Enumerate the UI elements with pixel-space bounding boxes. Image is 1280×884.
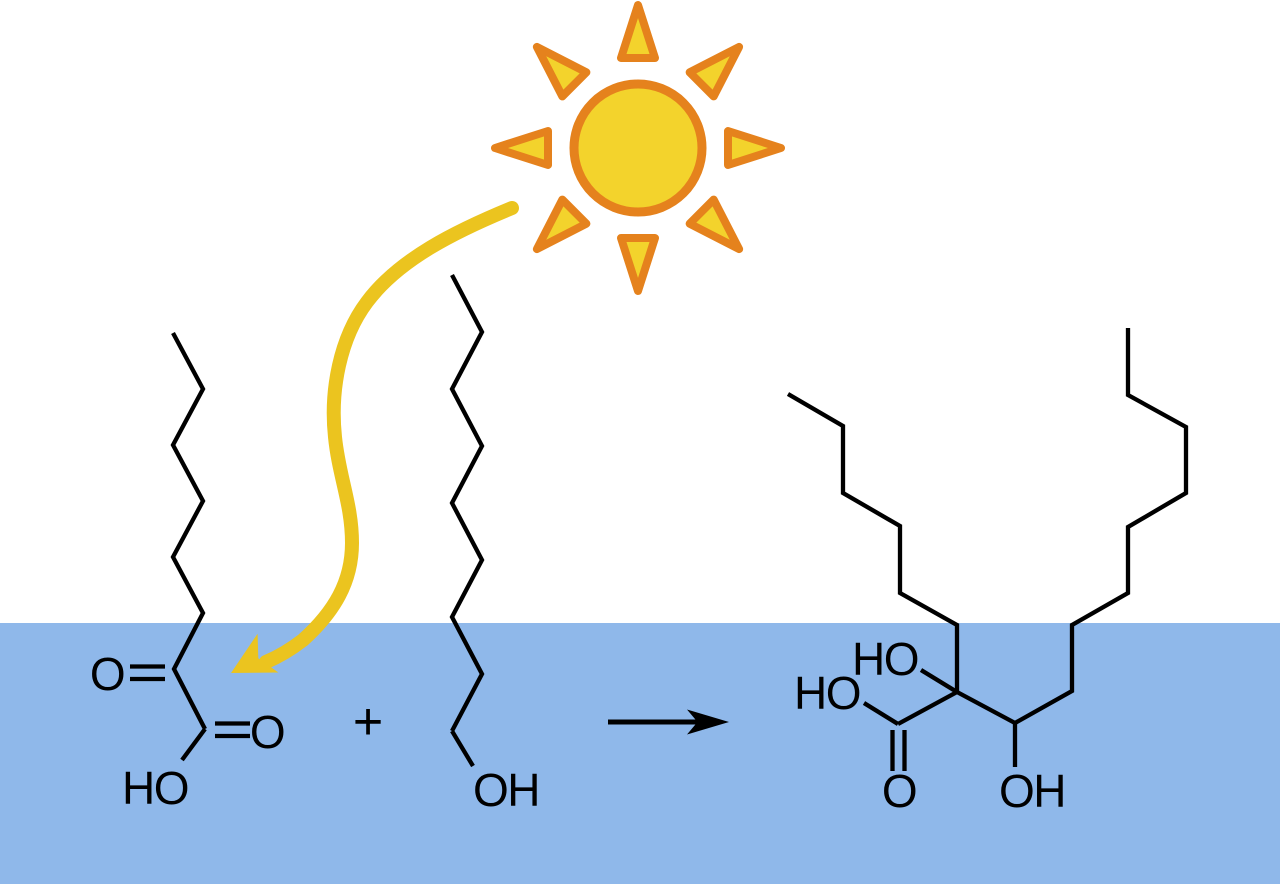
sun-ray xyxy=(685,195,744,254)
sunbeam-arrow-curve xyxy=(259,201,519,669)
sun-ray xyxy=(532,42,591,101)
product-molecule: HO HO O OH xyxy=(786,328,1189,817)
product-secondary-hydroxyl-label: OH xyxy=(999,765,1065,817)
sunbeam-arrowhead xyxy=(231,633,279,673)
water-surface xyxy=(0,623,1280,884)
ketone-oxygen-label: O xyxy=(90,648,124,700)
sun-disc xyxy=(569,79,707,217)
alcohol-hydroxyl-bond xyxy=(450,729,475,768)
product-acid-hydroxyl-label: HO xyxy=(794,667,860,719)
acid-hydroxyl-label: HO xyxy=(122,762,188,814)
reaction-arrowhead xyxy=(687,709,729,735)
product-acid-hydroxyl-bond xyxy=(862,701,900,726)
sun-ray xyxy=(532,195,591,254)
central-to-carbinol-bond xyxy=(955,690,1017,725)
alcohol-molecule: OH xyxy=(449,273,541,816)
product-left-chain xyxy=(786,392,960,692)
central-to-acid-bond xyxy=(896,690,959,726)
sun-ray xyxy=(685,42,744,101)
product-tertiary-hydroxyl-label: HO xyxy=(852,633,918,685)
acid-hydroxyl-bond xyxy=(180,727,207,762)
sunbeam-arrow-icon xyxy=(231,201,519,673)
keto-acid-molecule: O O HO xyxy=(90,331,286,814)
acid-oxygen-label: O xyxy=(250,706,284,758)
sun-ray xyxy=(491,127,552,169)
alcohol-carbon-chain xyxy=(449,273,485,733)
reaction-arrow-icon xyxy=(608,709,729,735)
sun-rays xyxy=(491,1,785,295)
sun-ray xyxy=(617,1,659,62)
plus-sign: + xyxy=(353,693,383,751)
sun-ray xyxy=(724,127,785,169)
keto-acid-carbon-chain xyxy=(170,331,207,730)
alcohol-hydroxyl-label: OH xyxy=(473,764,539,816)
tertiary-hydroxyl-bond xyxy=(919,668,959,694)
sun-ray xyxy=(617,234,659,295)
product-carbonyl-oxygen-label: O xyxy=(882,765,916,817)
sun-icon xyxy=(491,1,785,295)
product-right-chain xyxy=(1013,328,1189,725)
